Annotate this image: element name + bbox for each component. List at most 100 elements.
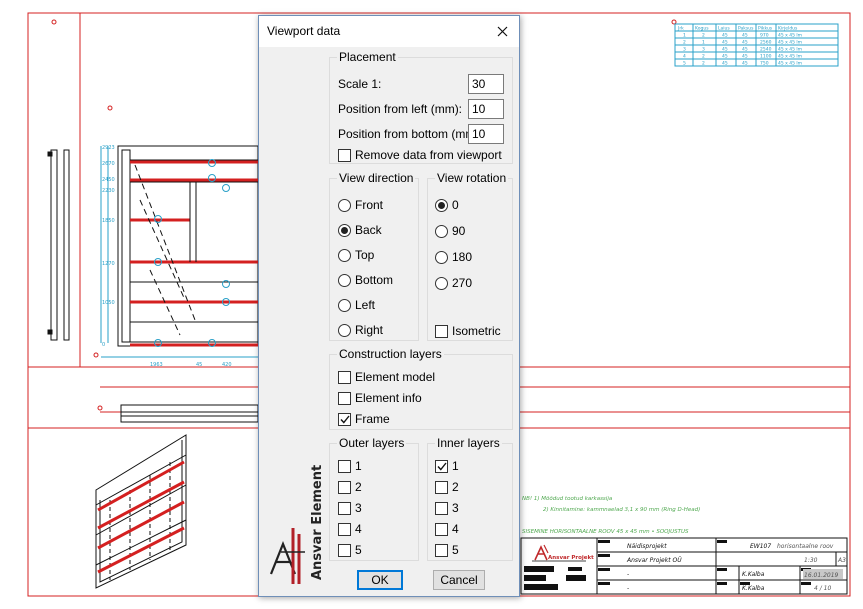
parts-cell: 45 x 45 lm	[778, 61, 802, 67]
parts-cell: 45	[742, 33, 748, 39]
outer-layer-3-box[interactable]	[338, 501, 351, 515]
title-block-dash-2: -	[627, 585, 629, 592]
cancel-button[interactable]: Cancel	[433, 570, 485, 590]
position-left-label: Position from left (mm):	[338, 102, 463, 116]
view-rotation-0[interactable]: 0	[435, 197, 459, 213]
view-direction-left[interactable]: Left	[338, 297, 375, 313]
radio-rotation-270[interactable]	[435, 276, 448, 290]
isometric-checkbox-box[interactable]	[435, 324, 448, 338]
parts-cell: 970	[760, 33, 769, 39]
element-info-checkbox-box[interactable]	[338, 391, 351, 405]
view-direction-bottom[interactable]: Bottom	[338, 272, 393, 288]
view-direction-back[interactable]: Back	[338, 222, 382, 238]
parts-cell: 2	[702, 54, 705, 60]
dialog-titlebar[interactable]: Viewport data	[259, 16, 519, 47]
ok-button[interactable]: OK	[357, 570, 403, 590]
dim-left-2: 2450	[102, 177, 115, 183]
element-info-checkbox[interactable]: Element info	[338, 390, 422, 406]
view-rotation-0-label: 0	[452, 198, 459, 212]
ansvar-projekt-logo: Ansvar Projekt	[532, 544, 594, 562]
view-rotation-270-label: 270	[452, 276, 473, 290]
radio-rotation-90[interactable]	[435, 224, 448, 238]
view-direction-top-label: Top	[355, 248, 375, 262]
parts-cell: 3	[702, 47, 705, 53]
title-block-scale: 1:30	[804, 557, 818, 564]
parts-header-5: Kirjeldus	[778, 26, 798, 32]
inner-layer-3-box[interactable]	[435, 501, 448, 515]
outer-layer-2-box[interactable]	[338, 480, 351, 494]
outer-layer-3-checkbox[interactable]: 3	[338, 500, 362, 516]
parts-cell: 1100	[760, 54, 772, 60]
inner-layers-legend: Inner layers	[435, 436, 502, 450]
isometric-checkbox[interactable]: Isometric	[435, 323, 501, 339]
inner-layer-2-box[interactable]	[435, 480, 448, 494]
dim-bottom-1: 45	[196, 362, 202, 368]
outer-layer-1-checkbox[interactable]: 1	[338, 458, 362, 474]
inner-layer-1-checkbox[interactable]: 1	[435, 458, 459, 474]
title-block-company: Ansvar Projekt OÜ	[626, 557, 682, 564]
close-button[interactable]	[489, 19, 515, 43]
outer-layer-4-box[interactable]	[338, 522, 351, 536]
parts-header-1: Kogus	[695, 26, 709, 32]
view-direction-right[interactable]: Right	[338, 322, 383, 338]
element-model-checkbox-box[interactable]	[338, 370, 351, 384]
parts-cell: 2	[702, 61, 705, 67]
radio-front[interactable]	[338, 198, 351, 212]
radio-rotation-0[interactable]	[435, 198, 448, 212]
position-bottom-label: Position from bottom (mm):	[338, 127, 483, 141]
drawing-note-2: 2) Kinnitamine: kammnaelad 3,1 x 90 mm (…	[543, 507, 700, 513]
inner-layer-2-checkbox[interactable]: 2	[435, 479, 459, 495]
title-block-page: 4 / 10	[814, 585, 831, 592]
dim-left-7: 0	[102, 342, 105, 348]
view-rotation-180[interactable]: 180	[435, 249, 472, 265]
frame-checkbox[interactable]: Frame	[338, 411, 390, 427]
outer-layer-5-box[interactable]	[338, 543, 351, 557]
parts-cell: 45	[742, 54, 748, 60]
scale-input[interactable]	[468, 74, 504, 94]
outer-layer-2-label: 2	[355, 480, 362, 494]
parts-cell: 45 x 45 lm	[778, 33, 802, 39]
inner-layer-5-label: 5	[452, 543, 459, 557]
view-rotation-270[interactable]: 270	[435, 275, 472, 291]
parts-header-3: Paksus	[738, 26, 754, 32]
inner-layer-1-box[interactable]	[435, 459, 448, 473]
view-rotation-90[interactable]: 90	[435, 223, 465, 239]
outer-layer-5-label: 5	[355, 543, 362, 557]
outer-layer-4-checkbox[interactable]: 4	[338, 521, 362, 537]
remove-data-checkbox-box[interactable]	[338, 148, 351, 162]
placement-legend: Placement	[337, 50, 398, 64]
element-model-checkbox[interactable]: Element model	[338, 369, 435, 385]
radio-top[interactable]	[338, 248, 351, 262]
position-bottom-input[interactable]	[468, 124, 504, 144]
inner-layer-4-box[interactable]	[435, 522, 448, 536]
position-left-input[interactable]	[468, 99, 504, 119]
close-icon	[497, 26, 507, 36]
radio-left[interactable]	[338, 298, 351, 312]
parts-cell: 45	[722, 40, 728, 46]
frame-elevation: 2923 2670 2450 2230 1850 1270 1050 0 196…	[100, 145, 259, 368]
outer-layer-5-checkbox[interactable]: 5	[338, 542, 362, 558]
inner-layer-5-box[interactable]	[435, 543, 448, 557]
parts-cell: 4	[683, 54, 686, 60]
view-direction-top[interactable]: Top	[338, 247, 374, 263]
view-direction-front[interactable]: Front	[338, 197, 383, 213]
radio-back[interactable]	[338, 223, 351, 237]
inner-layer-3-checkbox[interactable]: 3	[435, 500, 459, 516]
frame-checkbox-box[interactable]	[338, 412, 351, 426]
title-block-code: EW107	[750, 543, 771, 550]
inner-layer-4-checkbox[interactable]: 4	[435, 521, 459, 537]
radio-rotation-180[interactable]	[435, 250, 448, 264]
radio-bottom[interactable]	[338, 273, 351, 287]
radio-right[interactable]	[338, 323, 351, 337]
view-rotation-group: View rotation 0 90 180 270 Isometric	[427, 171, 513, 341]
title-block-checker: K.Kalba	[742, 585, 765, 592]
view-direction-right-label: Right	[355, 323, 384, 337]
placement-group: Placement Scale 1: Position from left (m…	[329, 50, 513, 164]
outer-layer-3-label: 3	[355, 501, 362, 515]
outer-layer-1-box[interactable]	[338, 459, 351, 473]
title-block-sheet-title: horisontaalne roov	[777, 543, 834, 550]
inner-layer-5-checkbox[interactable]: 5	[435, 542, 459, 558]
outer-layer-2-checkbox[interactable]: 2	[338, 479, 362, 495]
logo-text: Ansvar Element	[310, 465, 325, 580]
remove-data-checkbox[interactable]: Remove data from viewport	[338, 147, 502, 163]
